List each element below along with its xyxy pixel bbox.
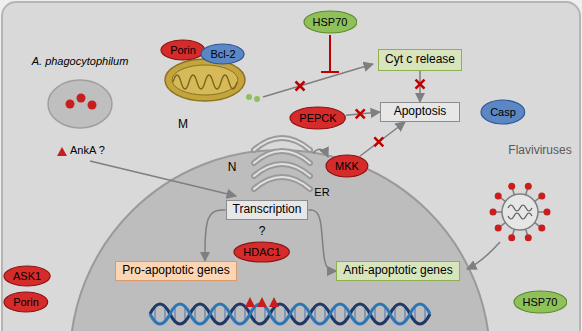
node-label: Pro-apoptotic genes — [122, 264, 229, 277]
protein-ellipse: HSP70 — [303, 10, 358, 34]
virus-knob — [538, 224, 545, 231]
bacterium — [66, 100, 75, 109]
arrow-connector — [308, 210, 336, 271]
node-label: HSP70 — [523, 296, 558, 308]
virus-knob — [508, 183, 515, 190]
cytochrome-dot — [246, 94, 252, 100]
arrow-line — [263, 64, 373, 97]
process-box: Apoptosis — [380, 102, 460, 122]
mitochondrion-inner — [172, 65, 238, 95]
virus-knob — [544, 209, 551, 216]
ellipse-fill — [514, 291, 567, 313]
er-lumen — [254, 138, 310, 189]
bacterium — [88, 101, 97, 110]
virus-knob — [508, 234, 515, 241]
dna-strand — [150, 304, 430, 324]
dna-helix — [150, 304, 430, 324]
ellipse-fill — [201, 44, 244, 64]
ellipse-fill — [481, 100, 525, 124]
annotation-label: ER — [314, 186, 329, 199]
ellipse-fill — [290, 107, 345, 129]
acetyl-triangle — [269, 297, 279, 307]
protein-ellipse: Porin — [3, 291, 49, 313]
flavivirus — [490, 183, 551, 241]
virus-knob — [525, 183, 532, 190]
node-label: Porin — [170, 44, 196, 56]
virus-knob — [490, 209, 497, 216]
node-label: HDAC1 — [243, 246, 280, 258]
annotation-label: N — [228, 161, 237, 175]
acetyl-triangle — [257, 297, 267, 307]
process-box: Cyt c release — [378, 49, 462, 71]
virus-knob — [525, 234, 532, 241]
ellipse-fill — [161, 40, 205, 60]
virus-capsid — [502, 194, 538, 230]
inhibition-bar — [321, 35, 339, 72]
protein-ellipse: HDAC1 — [233, 241, 290, 263]
node-label: MKK — [335, 160, 359, 172]
virus-knob — [495, 224, 502, 231]
process-box: Transcription — [226, 200, 309, 220]
ellipse-fill — [4, 266, 50, 286]
node-label: Apoptosis — [394, 105, 447, 118]
annotation-label: M — [178, 118, 188, 132]
protein-ellipse: Bcl-2 — [200, 43, 245, 65]
arrow-connector — [205, 210, 226, 261]
annotation-label: AnkA ? — [70, 144, 105, 157]
annotation-label: Flaviviruses — [508, 144, 571, 158]
node-label: Bcl-2 — [210, 48, 235, 60]
acetyl-triangle — [245, 297, 255, 307]
inhibition-cross — [296, 82, 305, 91]
bacterium — [77, 94, 86, 103]
endoplasmic-reticulum — [254, 138, 310, 189]
protein-ellipse: Porin — [160, 39, 206, 61]
protein-ellipse: Casp — [480, 99, 526, 125]
ellipse-fill — [304, 11, 357, 33]
inhibition-cross — [374, 137, 383, 146]
arrow-connector — [419, 71, 421, 102]
node-label: Transcription — [233, 203, 302, 216]
process-box: Anti-apoptotic genes — [336, 261, 459, 281]
inhibition-cross — [416, 80, 425, 89]
ellipse-fill — [234, 242, 289, 262]
dna-strand — [150, 304, 430, 324]
inhibition-cross — [356, 109, 365, 118]
vacuole — [48, 80, 112, 128]
node-label: Casp — [490, 106, 516, 118]
annotation-label: ? — [259, 225, 266, 239]
arrow-line — [90, 161, 236, 196]
protein-ellipse: MKK — [325, 154, 369, 178]
anka-triangle — [57, 147, 67, 156]
ellipse-fill — [326, 155, 368, 177]
mitochondrion — [165, 59, 245, 101]
annotation-label: A. phagocytophilum — [32, 55, 129, 68]
protein-ellipse: PEPCK — [289, 106, 346, 130]
protein-ellipse: HSP70 — [513, 290, 568, 314]
ellipse-fill — [4, 292, 48, 312]
node-label: ASK1 — [13, 270, 41, 282]
virus-genome — [508, 205, 532, 219]
process-box: Pro-apoptotic genes — [115, 261, 236, 281]
cristae — [173, 75, 237, 89]
node-label: PEPCK — [299, 112, 336, 124]
node-label: Cyt c release — [385, 53, 455, 66]
arrow-line — [313, 149, 328, 157]
arrow-connector — [360, 122, 405, 156]
node-label: Anti-apoptotic genes — [343, 264, 452, 277]
node-label: HSP70 — [313, 16, 348, 28]
virus-spike — [494, 187, 546, 236]
virus-knob — [538, 193, 545, 200]
protein-ellipse: ASK1 — [3, 265, 51, 287]
arrow-line — [467, 242, 500, 269]
cytochrome-dot — [254, 96, 260, 102]
virus-knob — [495, 193, 502, 200]
node-label: Porin — [13, 296, 39, 308]
